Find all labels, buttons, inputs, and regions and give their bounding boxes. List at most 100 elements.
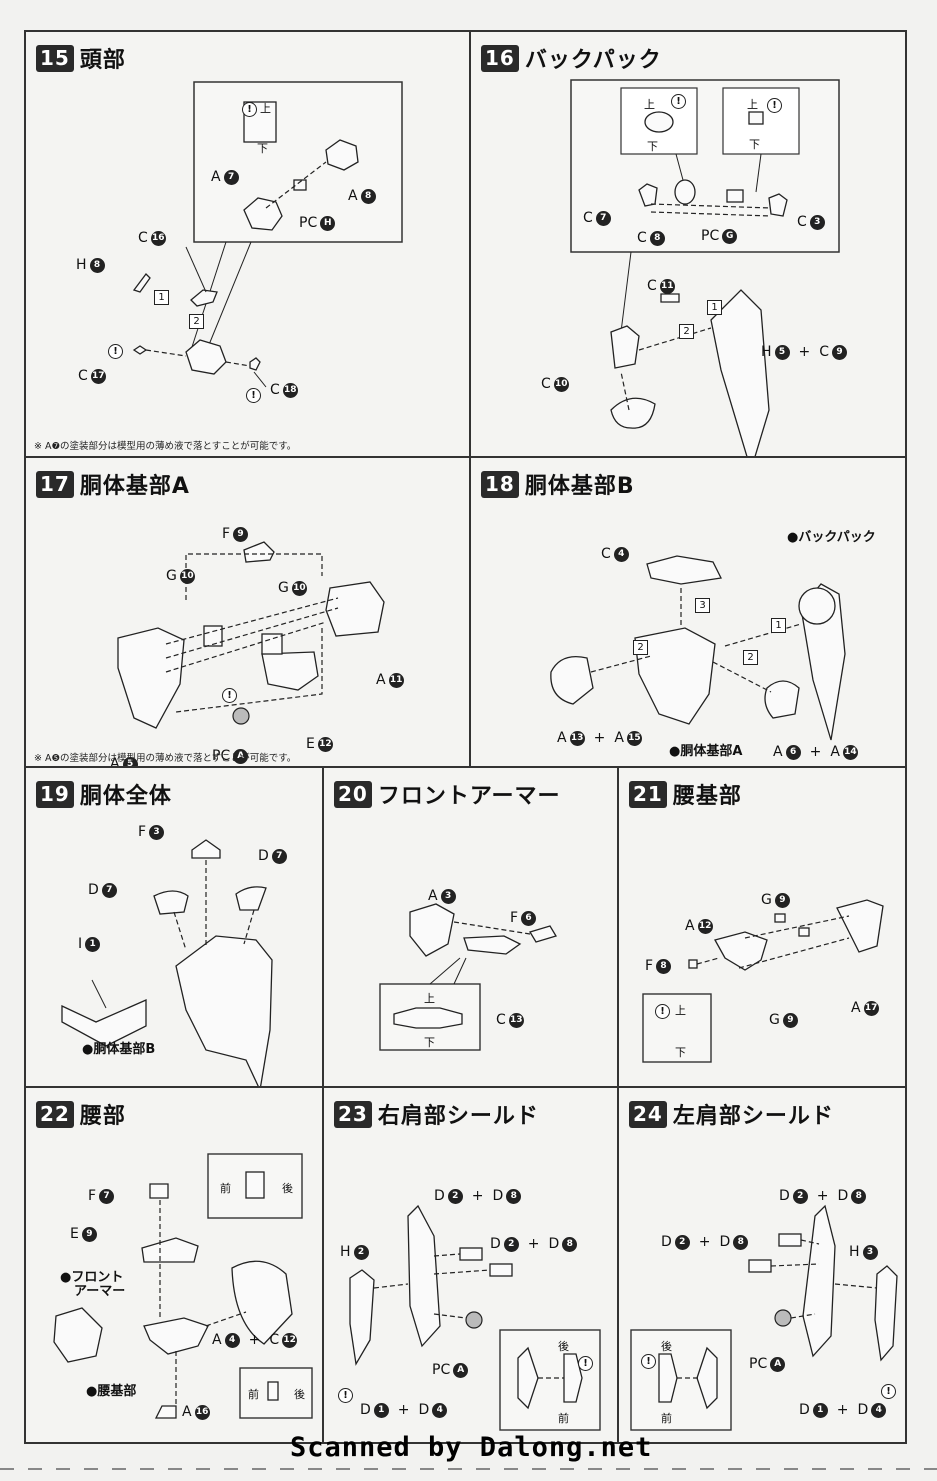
sequence-marker: 2 xyxy=(633,640,648,655)
caution-icon: ! xyxy=(338,1388,353,1403)
orientation-inset: ! 上 下 xyxy=(242,98,282,158)
front-label: 前 xyxy=(220,1182,231,1195)
caution-icon: ! xyxy=(671,94,686,109)
waist-base-diagram xyxy=(642,899,884,1063)
sequence-marker: 1 xyxy=(771,618,786,633)
back-label: 後 xyxy=(294,1388,305,1401)
orientation-bottom: 下 xyxy=(749,138,760,151)
step-name: 頭部 xyxy=(79,48,126,73)
sequence-marker: 2 xyxy=(743,650,758,665)
step-number: 23 xyxy=(334,1100,372,1128)
step-number: 22 xyxy=(36,1100,74,1128)
orientation-bottom: 下 xyxy=(675,1046,686,1059)
step-16-title: 16 バックパック xyxy=(481,42,662,74)
step-number: 16 xyxy=(481,44,519,72)
orientation-top: 上 xyxy=(747,98,758,111)
subassembly-label: ●バックパック xyxy=(787,530,876,545)
torso-full-diagram xyxy=(61,839,273,1086)
caution-icon: ! xyxy=(641,1354,656,1369)
step-number: 18 xyxy=(481,470,519,498)
caution-icon: ! xyxy=(222,688,237,703)
front-label: 前 xyxy=(558,1412,569,1425)
front-label: 前 xyxy=(661,1412,672,1425)
step-name: 胴体全体 xyxy=(79,784,172,809)
step-23-title: 23 右肩部シールド xyxy=(334,1098,539,1130)
sequence-marker: 1 xyxy=(154,290,169,305)
subassembly-label: アーマー xyxy=(74,1284,126,1299)
step-number: 21 xyxy=(629,780,667,808)
orientation-bottom: 下 xyxy=(257,142,268,155)
front-label: 前 xyxy=(248,1388,259,1401)
step-name: 右肩部シールド xyxy=(377,1104,539,1129)
step-name: 胴体基部A xyxy=(79,474,190,499)
subassembly-label: ●胴体基部B xyxy=(82,1042,156,1057)
step-name: 胴体基部B xyxy=(524,474,635,499)
caution-icon: ! xyxy=(246,388,261,403)
step-19-title: 19 胴体全体 xyxy=(36,778,172,810)
caution-icon: ! xyxy=(108,344,123,359)
backpack-assembly-diagram xyxy=(570,79,840,456)
step-name: 左肩部シールド xyxy=(672,1104,834,1129)
subassembly-label: ●胴体基部A xyxy=(669,744,743,759)
caution-icon: ! xyxy=(578,1356,593,1371)
caution-icon: ! xyxy=(767,98,782,113)
step-20-title: 20 フロントアーマー xyxy=(334,778,561,810)
sequence-marker: 2 xyxy=(189,314,204,329)
subassembly-label: ●フロント xyxy=(60,1270,124,1285)
caution-icon: ! xyxy=(242,102,257,117)
step-17-title: 17 胴体基部A xyxy=(36,468,190,500)
step-number: 19 xyxy=(36,780,74,808)
step-18-title: 18 胴体基部B xyxy=(481,468,635,500)
right-shoulder-shield-diagram xyxy=(349,1204,601,1431)
step-24-title: 24 左肩部シールド xyxy=(629,1098,834,1130)
left-shoulder-shield-diagram xyxy=(630,1204,898,1431)
step-15-title: 15 頭部 xyxy=(36,42,126,74)
torso-base-a-diagram xyxy=(117,541,385,729)
sequence-marker: 2 xyxy=(679,324,694,339)
step-17-panel: 17 胴体基部A F9 G10 G10 A11 E12 PCA A5 ! ※ A… xyxy=(26,458,471,768)
caution-icon: ! xyxy=(881,1384,896,1399)
step-21-title: 21 腰基部 xyxy=(629,778,742,810)
step-22-title: 22 腰部 xyxy=(36,1098,126,1130)
back-label: 後 xyxy=(661,1340,672,1353)
scan-edge xyxy=(0,1468,937,1470)
step-number: 24 xyxy=(629,1100,667,1128)
